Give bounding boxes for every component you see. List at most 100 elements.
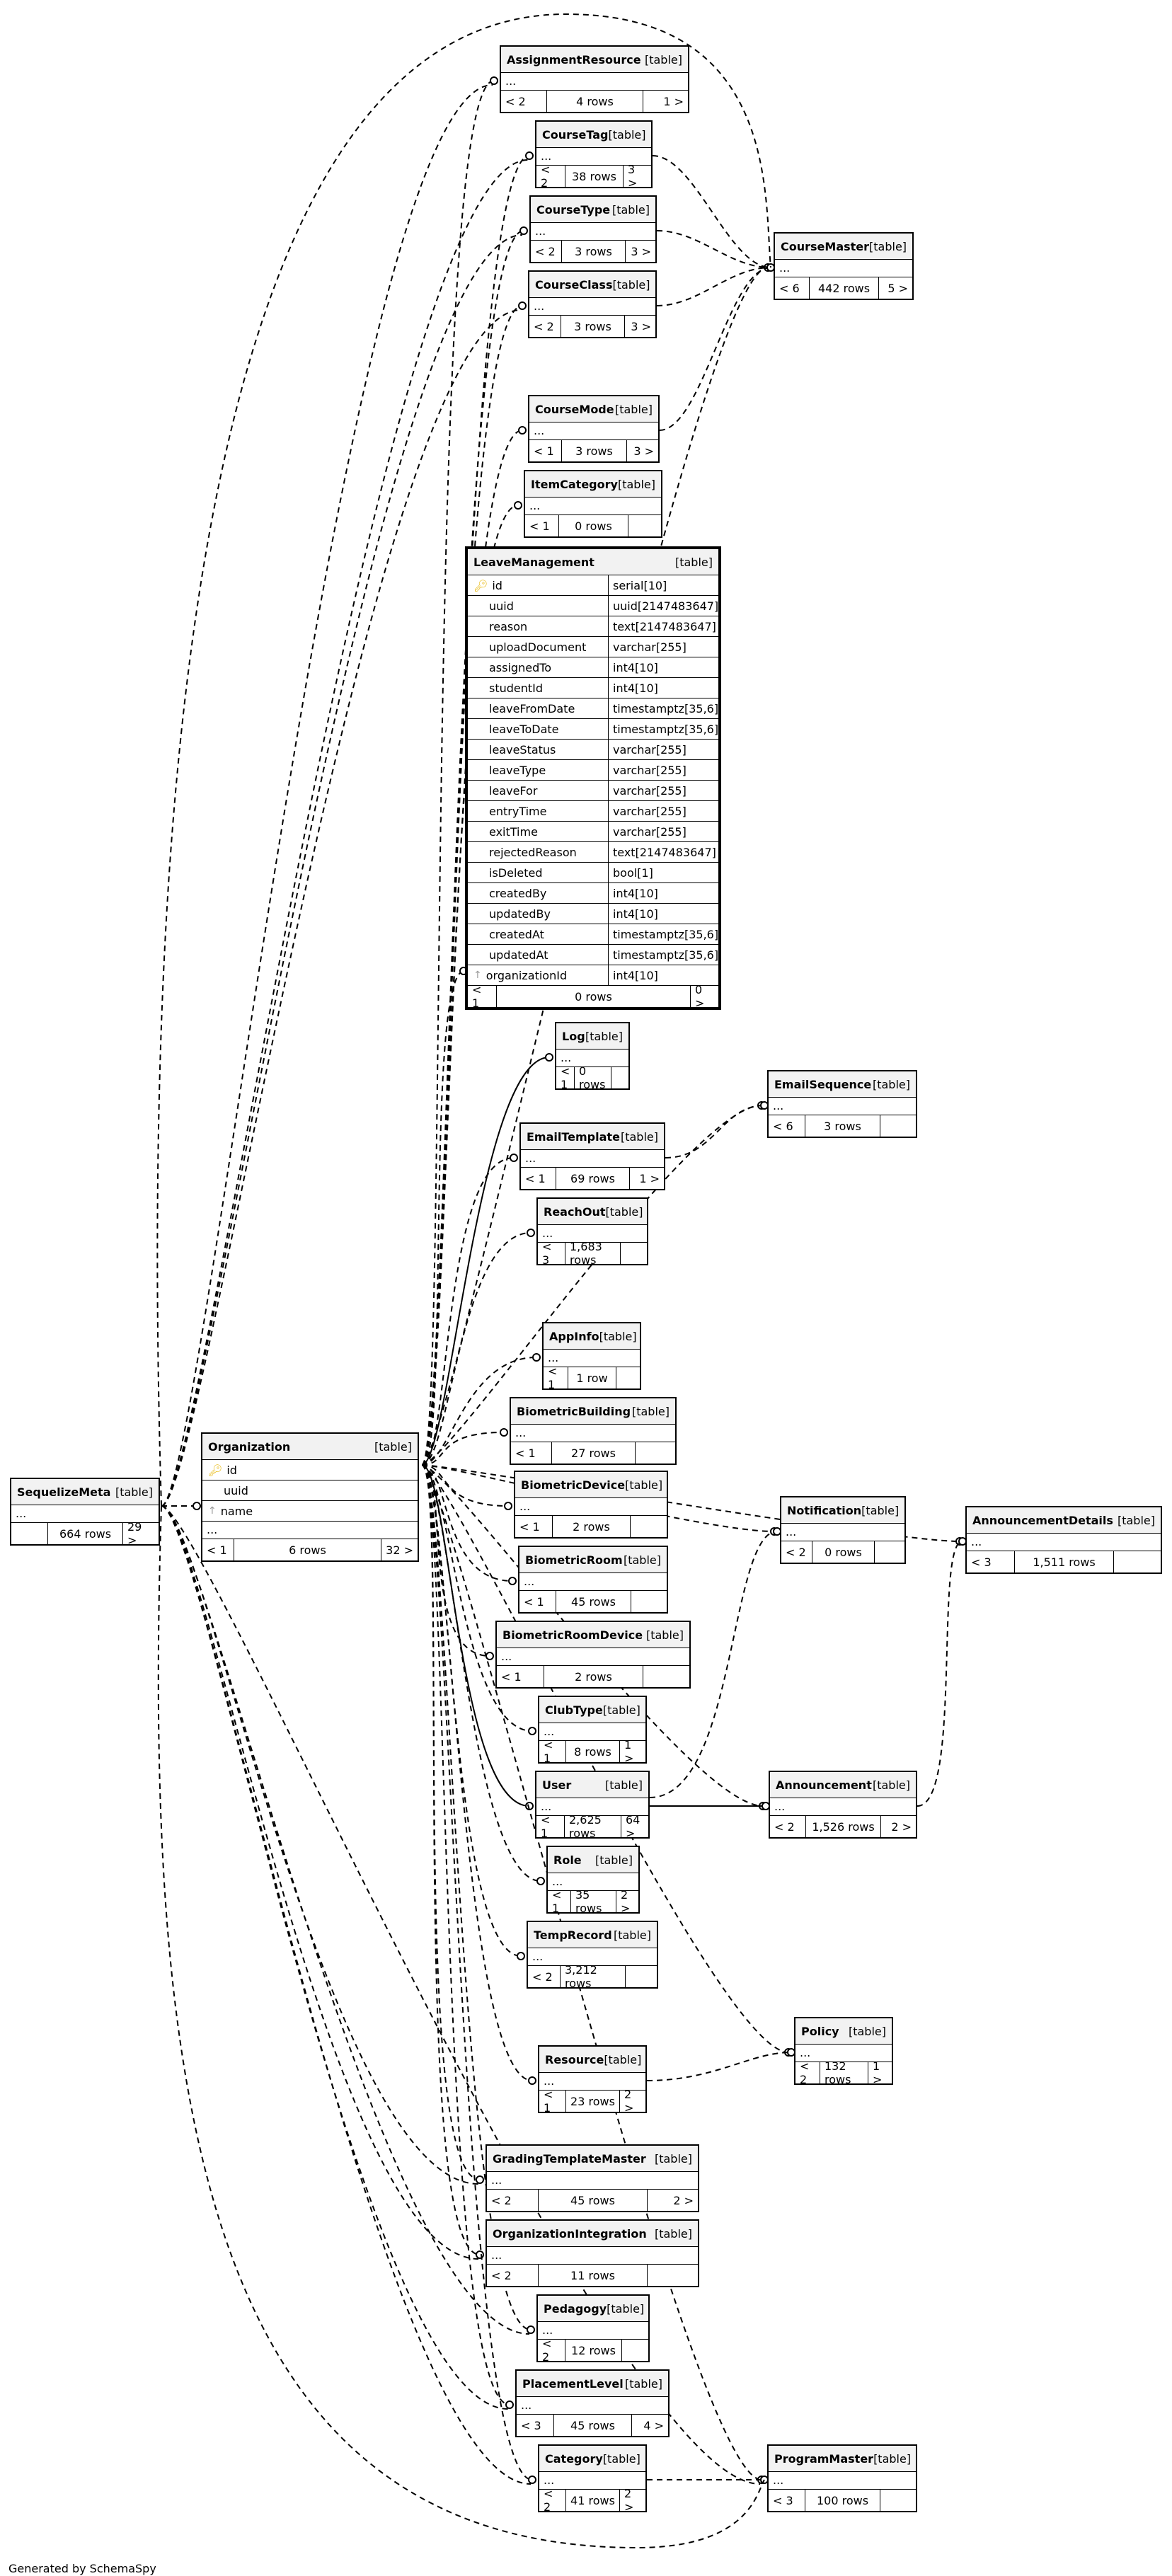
parents-count[interactable]: < 1 xyxy=(544,1738,553,1765)
children-count[interactable] xyxy=(635,1442,675,1464)
children-count[interactable]: 2 > xyxy=(647,2190,698,2211)
children-count[interactable]: 2 > xyxy=(616,1888,638,1915)
parents-count[interactable]: < 1 xyxy=(501,1669,522,1684)
table-organization[interactable]: Organization [table] 🔑︎ id uuid ↑ name .… xyxy=(201,1432,419,1562)
parents-count[interactable]: < 2 xyxy=(544,2487,553,2514)
children-count[interactable] xyxy=(621,2340,648,2361)
children-count[interactable]: 3 > xyxy=(623,163,651,190)
children-count[interactable]: 1 > xyxy=(643,91,688,112)
parents-count[interactable]: < 1 xyxy=(548,1364,558,1391)
children-count[interactable]: 1 > xyxy=(629,1168,664,1189)
parents-count[interactable]: < 2 xyxy=(800,2059,810,2086)
parents-count[interactable]: < 2 xyxy=(491,2193,512,2207)
parents-count[interactable]: < 3 xyxy=(773,2493,793,2507)
parents-count[interactable]: < 6 xyxy=(773,1119,793,1133)
children-count[interactable]: 3 > xyxy=(625,241,655,262)
parents-count[interactable]: < 2 xyxy=(542,2337,552,2364)
parents-count[interactable]: < 2 xyxy=(505,94,526,108)
children-count[interactable] xyxy=(628,515,661,536)
parents-count[interactable]: < 1 xyxy=(534,444,554,458)
children-count[interactable]: 64 > xyxy=(621,1813,648,1840)
parents-count[interactable]: < 3 xyxy=(971,1555,992,1569)
parents-count[interactable]: < 1 xyxy=(544,2088,553,2115)
parents-count[interactable]: < 2 xyxy=(541,163,551,190)
children-count[interactable]: 29 > xyxy=(122,1520,159,1547)
children-count[interactable]: 32 > xyxy=(381,1539,418,1560)
parents-count[interactable]: < 1 xyxy=(552,1888,562,1915)
children-count[interactable]: 5 > xyxy=(878,277,912,299)
children-count[interactable]: 4 > xyxy=(631,2415,668,2436)
column-row[interactable]: uuid xyxy=(202,1480,418,1501)
parents-count[interactable]: < 1 xyxy=(541,1813,551,1840)
parents-count[interactable]: < 6 xyxy=(779,281,800,295)
children-count[interactable] xyxy=(874,1541,904,1563)
parents-count[interactable]: < 1 xyxy=(207,1543,227,1557)
children-count[interactable]: 2 > xyxy=(619,2487,645,2514)
children-count[interactable] xyxy=(643,1666,689,1687)
parents-count[interactable]: < 2 xyxy=(491,2268,512,2282)
parents-count[interactable]: < 1 xyxy=(561,1064,570,1091)
parents-count[interactable]: < 1 xyxy=(472,983,482,1010)
parents-count[interactable]: < 2 xyxy=(532,1970,553,1984)
parents-count[interactable]: < 3 xyxy=(521,2418,541,2432)
children-count[interactable] xyxy=(880,1115,916,1137)
children-count[interactable]: 3 > xyxy=(626,440,658,461)
children-count[interactable] xyxy=(625,1966,657,1987)
parents-count[interactable]: < 2 xyxy=(774,1819,795,1834)
children-count[interactable] xyxy=(647,2265,698,2286)
parents-count[interactable]: < 2 xyxy=(535,244,556,258)
parents-count[interactable]: < 3 xyxy=(542,1240,552,1267)
parents-count[interactable]: < 1 xyxy=(515,1446,536,1460)
column-row[interactable]: ↑ name xyxy=(202,1501,418,1522)
children-count[interactable] xyxy=(611,1067,628,1088)
children-count[interactable] xyxy=(880,2490,916,2511)
parents-count[interactable]: < 1 xyxy=(525,1171,546,1185)
children-count[interactable]: 1 > xyxy=(619,1738,645,1765)
children-count[interactable]: 3 > xyxy=(624,316,655,337)
